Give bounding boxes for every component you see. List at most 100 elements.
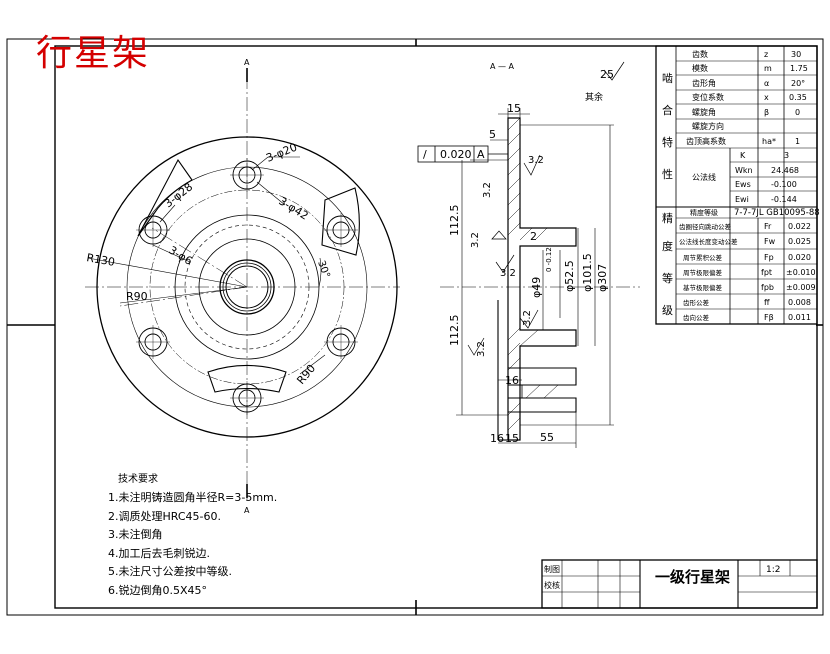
dim-3-phi28: 3-φ28 [162, 180, 195, 210]
tech-requirement-item: 2.调质处理HRC45-60. [108, 509, 222, 523]
roughness-1: 3.2 [528, 155, 544, 166]
accuracy-row-sym: Fp [764, 253, 774, 262]
gear-row-sym: α [764, 79, 769, 88]
dim-112-5-bottom: 112.5 [448, 315, 461, 347]
tech-requirement-item: 5.未注尺寸公差按中等级. [108, 565, 232, 579]
gear-group-label-3: 特 [662, 135, 673, 149]
accuracy-row-value: 0.020 [788, 253, 811, 262]
dim-r90-left: R90 [126, 290, 148, 303]
gear-row-label: 螺旋方向 [692, 121, 724, 131]
accuracy-group-label-3: 等 [662, 271, 673, 285]
accuracy-grade-label: 精度等级 [690, 208, 718, 217]
accuracy-grade-value: 7-7-7JL GB10095-88 [734, 208, 820, 218]
dim-phi52-5: φ52.5 [563, 260, 576, 292]
accuracy-row-label: 齿形公差 [683, 298, 710, 307]
gear-row-label: 齿形角 [692, 78, 716, 88]
gear-row-label: 螺旋角 [692, 107, 716, 117]
common-normal-sym: Wkn [735, 166, 753, 175]
accuracy-row-value: 0.022 [788, 222, 811, 231]
accuracy-row-sym: Fr [764, 222, 772, 231]
common-normal-value: 3 [784, 151, 789, 160]
gear-row-value: 0 [795, 108, 800, 117]
gear-row-label: 变位系数 [692, 92, 724, 102]
dim-3-phi6: 3-φ6 [166, 244, 194, 268]
centering-marks [7, 39, 823, 615]
section-mark-top: A [244, 58, 250, 67]
accuracy-row-sym: fpt [761, 268, 772, 277]
drawn-by-label: 制图 [544, 564, 560, 574]
section-mark-bottom: A [244, 506, 250, 515]
gear-group-label-1: 啮 [662, 72, 673, 85]
gear-row-value: 30 [791, 50, 801, 59]
dim-phi49-tolerance: 0 -0.12 [545, 247, 553, 272]
accuracy-row-label: 周节累积公差 [683, 253, 723, 262]
dim-3-phi20: 3-φ20 [264, 141, 299, 165]
dim-r130: R130 [85, 251, 115, 269]
common-normal-label: 公法线 [692, 172, 716, 182]
accuracy-row-sym: ff [764, 298, 770, 307]
dim-width-16-bottom: 16 [490, 432, 504, 445]
tech-requirement-item: 4.加工后去毛刺锐边. [108, 546, 210, 560]
accuracy-group-label-2: 度 [662, 239, 673, 253]
roughness-other-label: 其余 [585, 91, 603, 103]
accuracy-row-sym: fpb [761, 283, 774, 292]
gear-row-label: 模数 [692, 63, 708, 73]
gear-row-sym: z [764, 50, 768, 59]
gear-row-label: 齿数 [692, 49, 708, 59]
tolerance-datum: A [477, 148, 485, 161]
tech-requirement-item: 3.未注倒角 [108, 528, 163, 542]
section-view-title: A — A [490, 62, 515, 71]
tolerance-frame [417, 145, 508, 163]
drawing-title: 行星架 [36, 33, 151, 74]
dim-width-2: 2 [530, 230, 537, 243]
gear-row-label: 齿顶高系数 [686, 136, 726, 146]
accuracy-row-value: ±0.009 [786, 283, 816, 292]
accuracy-row-sym: Fβ [764, 313, 774, 322]
tolerance-value: 0.020 [440, 148, 472, 161]
gear-row-sym: β [764, 108, 769, 117]
accuracy-row-label: 周节极限偏差 [683, 268, 723, 277]
roughness-3: 3.2 [470, 232, 481, 248]
dim-width-5: 5 [489, 128, 496, 141]
common-normal-value: 24.468 [771, 166, 799, 175]
part-name: 一级行星架 [655, 568, 730, 586]
dim-112-5-top: 112.5 [448, 205, 461, 237]
dim-r90-right: R90 [294, 362, 318, 387]
dim-width-55: 55 [540, 431, 554, 444]
accuracy-row-value: ±0.010 [786, 268, 816, 277]
inner-frame [54, 45, 818, 609]
front-view [85, 68, 400, 500]
section-view [440, 61, 640, 448]
outer-frame [6, 38, 824, 616]
roughness-other-value: 25 [600, 68, 614, 81]
accuracy-row-label: 基节极限偏差 [683, 283, 723, 292]
dim-width-15-top: 15 [507, 102, 521, 115]
accuracy-group-label-1: 精 [662, 212, 673, 225]
gear-row-sym: m [764, 64, 772, 73]
common-normal-value: -0.144 [771, 195, 797, 204]
common-normal-value: -0.100 [771, 180, 797, 189]
dim-phi307: φ307 [596, 264, 609, 292]
dim-3-phi42: 3-φ42 [276, 195, 310, 223]
accuracy-group-label-4: 级 [662, 304, 673, 317]
roughness-6: 3.2 [476, 341, 487, 357]
common-normal-sym: Ewi [735, 195, 749, 204]
gear-row-sym: ha* [762, 137, 776, 146]
gear-row-value: 1 [795, 137, 800, 146]
gear-parameter-table [655, 45, 818, 325]
dim-width-16-mid: 16 [505, 374, 519, 387]
tech-requirement-item: 1.未注明铸造圆角半径R=3-5mm. [108, 491, 278, 504]
common-normal-sym: K [740, 151, 746, 160]
roughness-2: 3.2 [482, 182, 493, 198]
roughness-5: 3.2 [522, 310, 533, 326]
checked-by-label: 校核 [544, 580, 560, 590]
accuracy-row-sym: Fw [764, 237, 776, 246]
technical-requirements: 技术要求 1.未注明铸造圆角半径R=3-5mm. 2.调质处理HRC45-60.… [108, 470, 277, 601]
gear-group-label-2: 合 [662, 103, 673, 117]
tech-requirement-item: 6.锐边倒角0.5X45° [108, 583, 208, 597]
dim-phi101-5: φ101.5 [581, 253, 594, 292]
accuracy-row-value: 0.008 [788, 298, 811, 307]
gear-row-value: 1.75 [790, 64, 808, 73]
accuracy-row-label: 齿圈径向跳动公差 [679, 222, 732, 231]
